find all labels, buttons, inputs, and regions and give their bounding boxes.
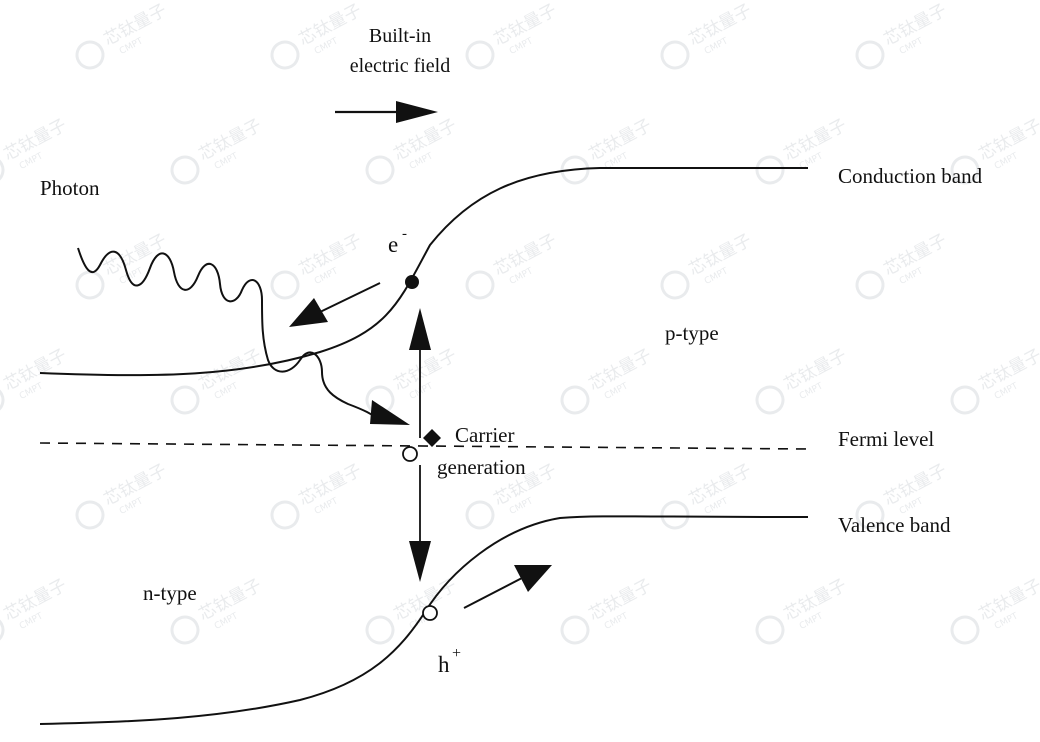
watermark-logo-icon [270,40,300,70]
valence-band-label: Valence band [838,513,951,537]
watermark-logo-icon [660,500,690,530]
field-label-line2: electric field [350,55,451,77]
watermark-logo-icon [755,615,785,645]
electron-drift-arrow [289,282,381,327]
photon-arrowhead [370,400,410,425]
watermark-logo-icon [855,270,885,300]
watermark-logo-icon [950,615,980,645]
field-label-line1: Built-in [369,25,431,47]
watermark-logo-icon [170,155,200,185]
watermark-logo-icon [465,500,495,530]
photon-label: Photon [40,176,100,200]
watermark-logo-icon [0,385,5,415]
conduction-band-curve [39,167,808,377]
watermark-logo-icon [950,385,980,415]
fermi-level-line [39,442,809,450]
field-arrow [335,101,438,123]
carrier-label-line1: Carrier [455,423,514,447]
watermark-logo-icon [365,155,395,185]
watermark-logo-icon [660,40,690,70]
watermark-logo-icon [0,155,5,185]
watermark-logo-icon [0,615,5,645]
electron-dot [405,275,419,289]
excitation-arrow-up [409,308,431,438]
watermark-logo-icon [950,155,980,185]
hole-dot [422,605,438,621]
watermark-logo-icon [270,270,300,300]
hole-label: h [438,652,450,677]
fermi-level-label: Fermi level [838,427,934,451]
watermark-logo-icon [560,385,590,415]
watermark-logo-icon [855,40,885,70]
hole-drift-arrow [463,565,552,609]
watermark-logo-icon [75,500,105,530]
conduction-band-label: Conduction band [838,164,983,188]
watermark-logo-icon [270,500,300,530]
generated-hole-dot [402,446,418,462]
watermark-logo-icon [170,615,200,645]
p-type-label: p-type [665,321,719,345]
watermark-logo-icon [170,385,200,415]
watermark-logo-icon [75,40,105,70]
electron-label-sup: - [402,226,407,242]
watermark-logo-icon [75,270,105,300]
electron-label: e [388,232,398,257]
watermark-logo-icon [755,155,785,185]
watermark-logo-icon [560,155,590,185]
watermark-logo-icon [660,270,690,300]
photon-wave [77,247,381,421]
carrier-label-line2: generation [437,455,526,479]
watermark-logo-icon [560,615,590,645]
watermark-logo-icon [465,40,495,70]
watermark-logo-icon [755,385,785,415]
hole-label-sup: + [452,645,461,662]
watermark-logo-icon [855,500,885,530]
excitation-arrow-down [409,465,431,582]
watermark-logo-icon [465,270,495,300]
generated-electron-dot [423,429,441,447]
watermark-logo-icon [365,615,395,645]
n-type-label: n-type [143,581,197,605]
